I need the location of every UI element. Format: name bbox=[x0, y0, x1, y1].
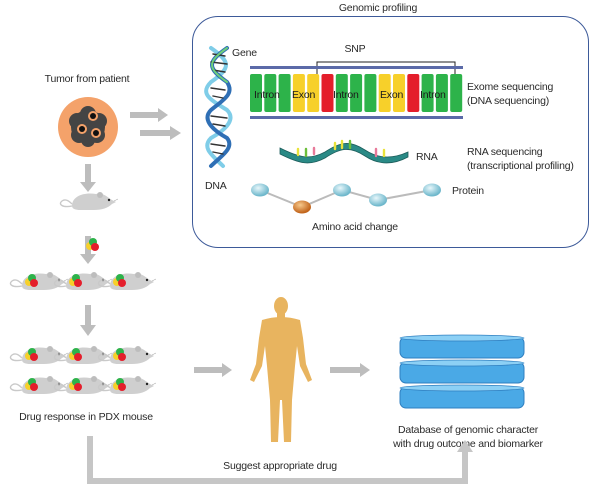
amino-acid-node bbox=[333, 183, 351, 197]
database-label-line1: Database of genomic character bbox=[397, 424, 539, 436]
intron-block bbox=[421, 74, 434, 112]
intron-block bbox=[435, 74, 448, 112]
dna-label: DNA bbox=[205, 180, 227, 192]
top-strand bbox=[250, 66, 463, 69]
exon-label-1: Exon bbox=[292, 89, 316, 101]
arrow-right-icon bbox=[194, 363, 232, 377]
exon-label-2: Exon bbox=[380, 89, 404, 101]
suggest-drug-label: Suggest appropriate drug bbox=[223, 460, 337, 472]
exon-block bbox=[307, 74, 320, 112]
database-disc bbox=[399, 359, 525, 384]
arrow-right-icon bbox=[330, 363, 370, 377]
intron-block bbox=[250, 74, 262, 112]
arrow-down-icon bbox=[80, 236, 96, 264]
database-icon bbox=[399, 334, 525, 409]
drug-dots-icon bbox=[86, 238, 99, 251]
amino-acid-node bbox=[369, 193, 387, 207]
intron-label-1: Intron bbox=[254, 89, 280, 101]
tumor-icon bbox=[58, 97, 118, 157]
dna-helix-icon bbox=[204, 46, 233, 168]
intron-block bbox=[278, 74, 291, 112]
amino-acid-change-label: Amino acid change bbox=[312, 221, 398, 233]
changed-amino-acid-node bbox=[293, 200, 311, 214]
protein-label: Protein bbox=[452, 185, 484, 197]
exon-block bbox=[393, 74, 405, 112]
arrows-to-genomic-profiling bbox=[130, 108, 181, 140]
rna-strand-icon bbox=[279, 139, 409, 164]
arrow-down-icon bbox=[80, 305, 96, 336]
exon-block bbox=[292, 74, 305, 112]
amino-acid-node bbox=[423, 183, 441, 197]
snp-block bbox=[407, 74, 420, 112]
intron-label-2: Intron bbox=[333, 89, 359, 101]
arrow-down-icon bbox=[80, 164, 96, 192]
amino-acid-node bbox=[251, 183, 269, 197]
intron-label-3: Intron bbox=[420, 89, 446, 101]
rna-label: RNA bbox=[416, 151, 438, 163]
database-disc bbox=[399, 334, 525, 359]
database-label-line2: with drug outcome and biomarker bbox=[393, 438, 543, 450]
bottom-strand bbox=[250, 116, 463, 119]
exon-block bbox=[378, 74, 391, 112]
transcriptional-profiling-label: (transcriptional profiling) bbox=[467, 160, 574, 172]
pdx-label: Drug response in PDX mouse bbox=[19, 411, 153, 423]
rna-sequencing-label: RNA sequencing bbox=[467, 146, 543, 158]
dna-sequencing-label: (DNA sequencing) bbox=[467, 95, 550, 107]
gene-exome-diagram bbox=[250, 61, 463, 119]
feedback-loop-arrow bbox=[87, 436, 473, 484]
database-disc bbox=[399, 384, 525, 409]
snp-label: SNP bbox=[344, 43, 366, 55]
gene-label: Gene bbox=[232, 47, 257, 59]
intron-block bbox=[450, 74, 463, 112]
protein-chain-icon bbox=[251, 183, 441, 214]
exome-sequencing-label: Exome sequencing bbox=[467, 81, 554, 93]
snp-block bbox=[321, 74, 334, 112]
intron-block bbox=[364, 74, 377, 112]
intron-block bbox=[335, 74, 348, 112]
genomic-profiling-title: Genomic profiling bbox=[338, 2, 418, 14]
intron-block bbox=[350, 74, 363, 112]
intron-block bbox=[264, 74, 277, 112]
genomic-profiling-panel bbox=[192, 16, 589, 248]
human-figure-icon bbox=[250, 297, 312, 442]
tumor-label: Tumor from patient bbox=[44, 73, 130, 85]
